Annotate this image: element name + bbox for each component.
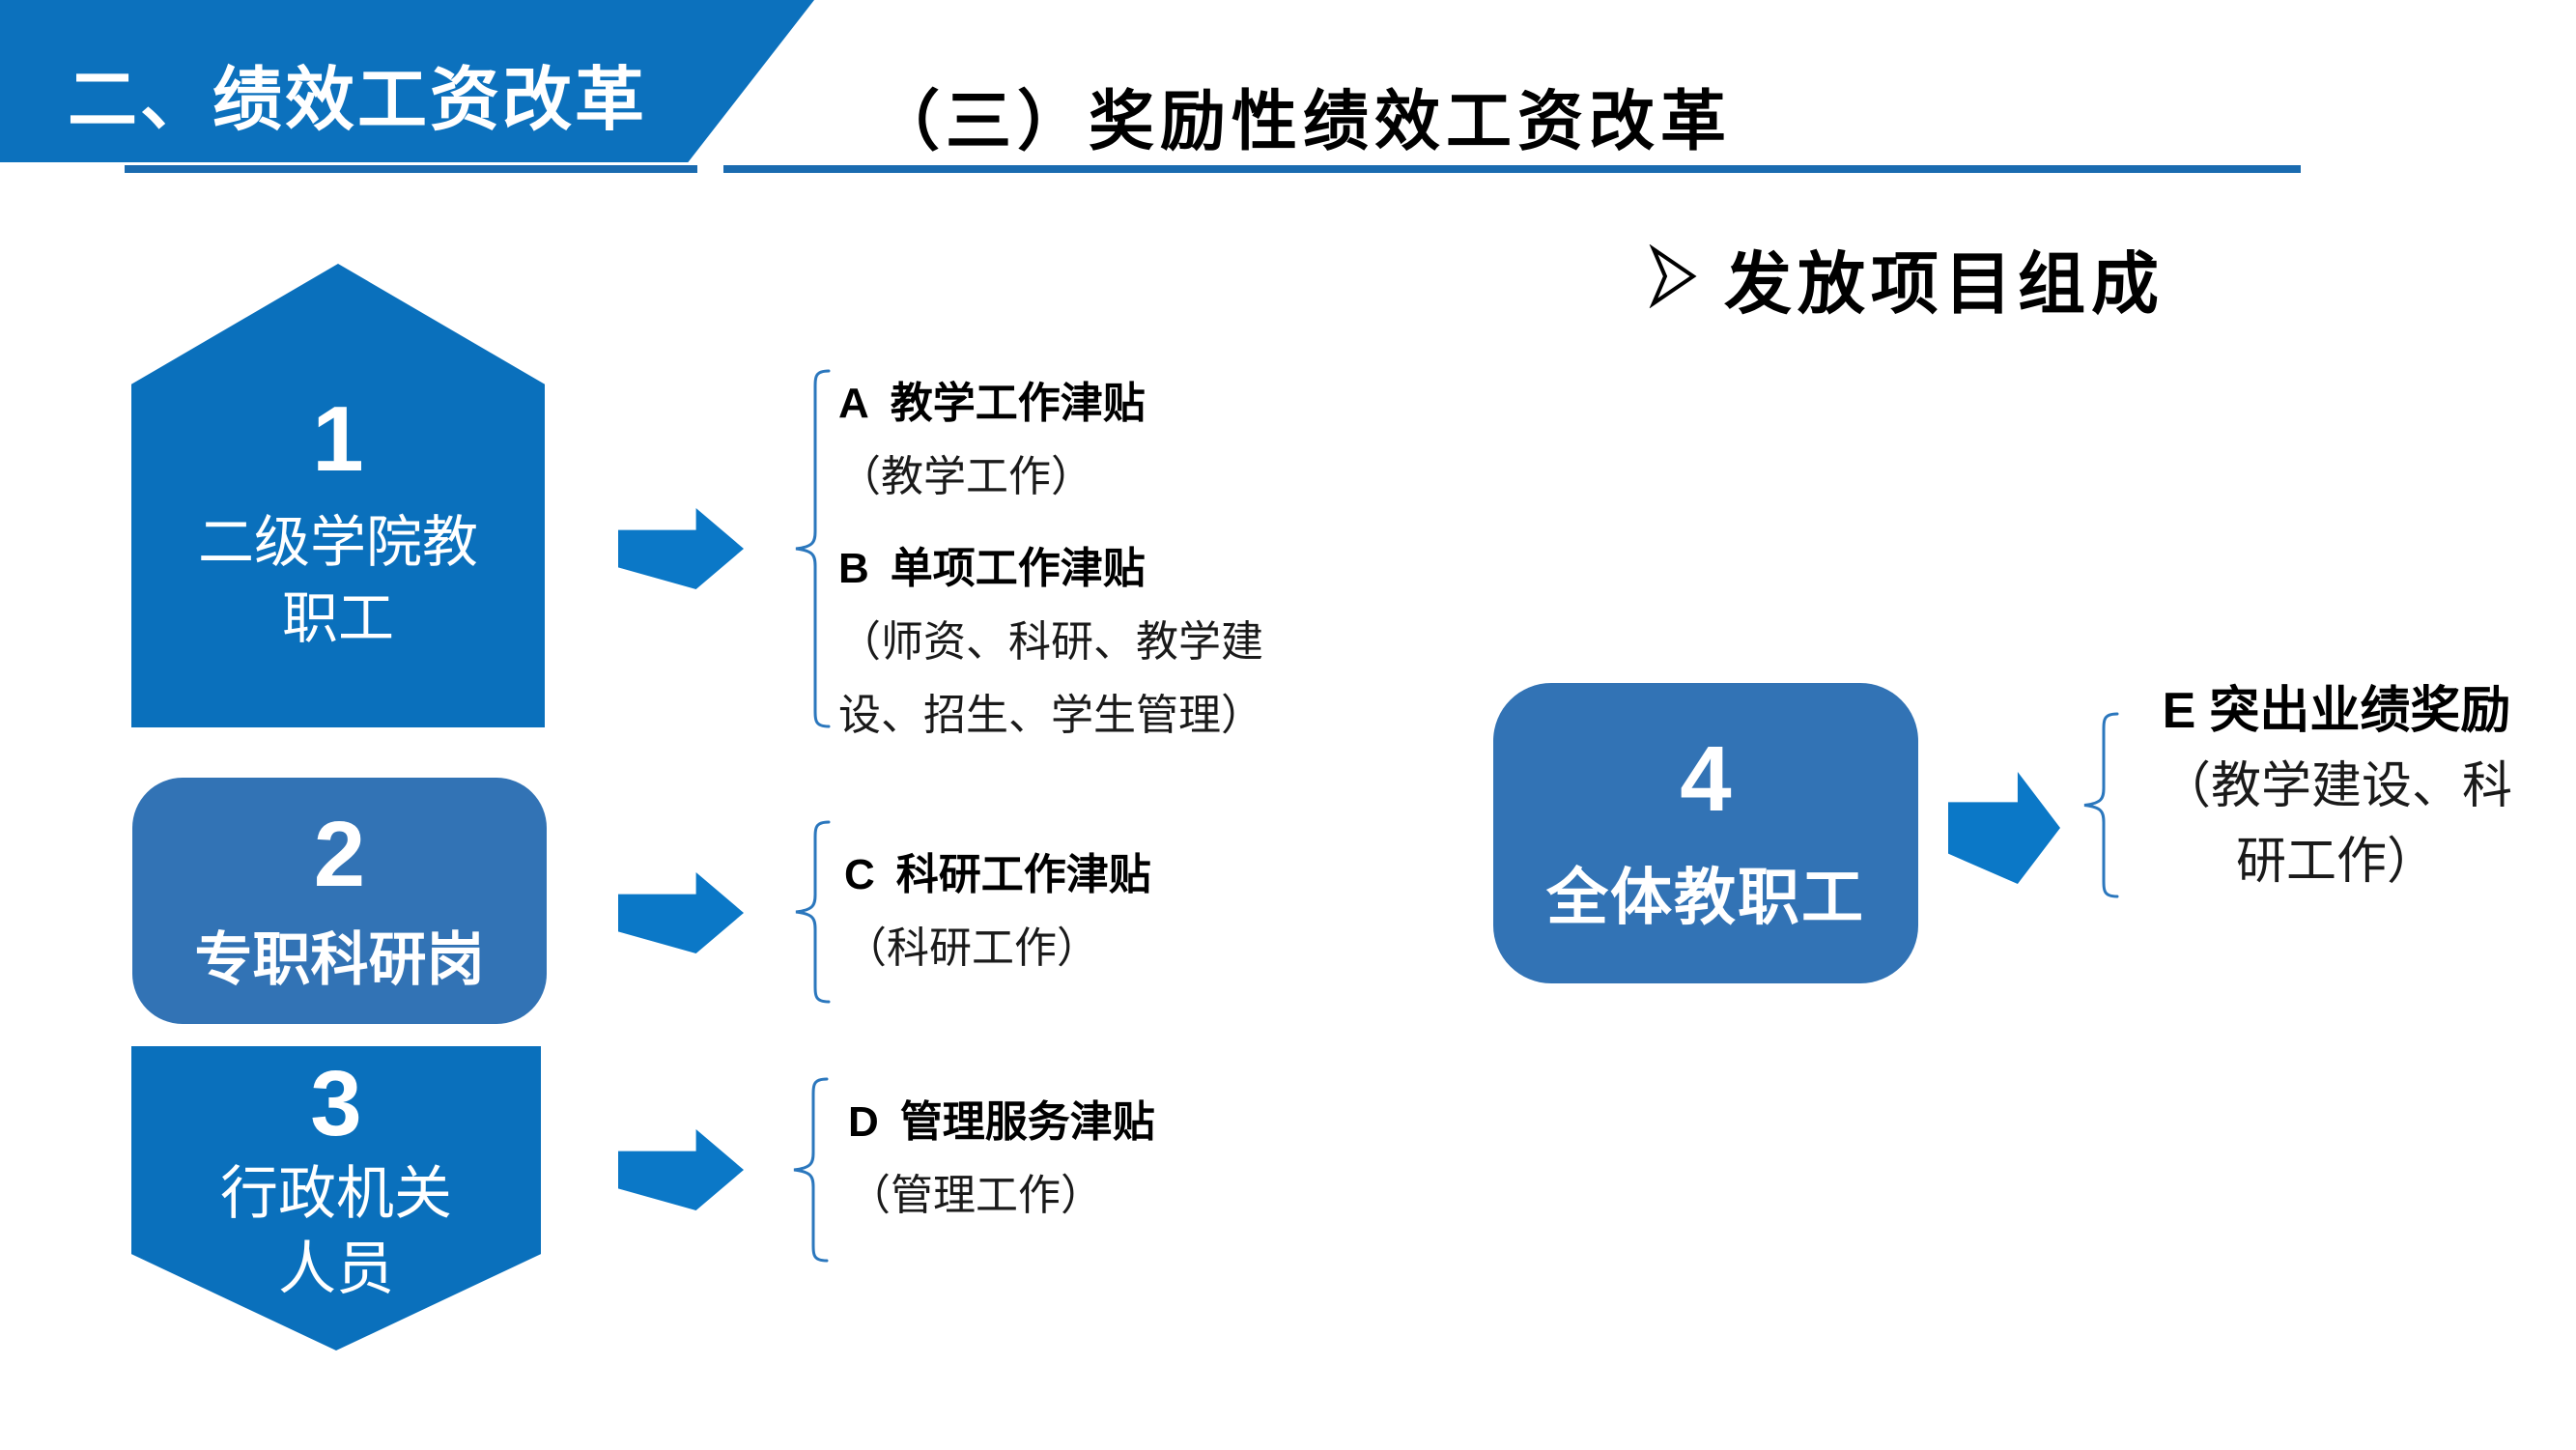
allowance-b-detail: 设、招生、学生管理）: [838, 692, 1263, 739]
group-2-rounded-rect: 2 专职科研岗: [132, 778, 547, 1024]
brace-ab: [795, 369, 831, 728]
flow-arrow-1: [618, 508, 744, 589]
flow-arrow-3: [618, 1129, 744, 1210]
group-label: 二级学院教 职工: [197, 510, 478, 650]
page-title: （三）奖励性绩效工资改革: [874, 85, 1733, 158]
allowance-b-detail: （师资、科研、教学建: [838, 618, 1263, 666]
allowance-e-detail: 研工作）: [2235, 834, 2437, 890]
flow-arrow-2: [618, 872, 744, 953]
group-number: 2: [313, 803, 366, 907]
title-underline-left: [125, 165, 697, 173]
title-underline-right: [723, 165, 2301, 173]
section-heading-label: 发放项目组成: [1724, 246, 2165, 322]
section-banner-label: 二、绩效工资改革: [68, 62, 648, 139]
group-number: 4: [1680, 726, 1732, 831]
allowance-a-detail: （教学工作）: [838, 453, 1093, 500]
group-4-rounded-rect: 4 全体教职工: [1493, 683, 1918, 983]
section-banner: [0, 0, 814, 162]
allowance-d-detail: （管理工作）: [848, 1172, 1103, 1219]
section-heading: 发放项目组成: [1647, 230, 2165, 327]
allowance-e-detail: （教学建设、科: [2160, 758, 2512, 814]
allowance-c-detail: （科研工作）: [844, 924, 1099, 972]
flow-arrow-4: [1948, 772, 2060, 884]
brace-e: [2083, 712, 2119, 898]
group-1-pentagon-up: 1 二级学院教 职工: [131, 264, 545, 727]
arrowhead-right-icon: [1647, 243, 1699, 313]
group-label: 全体教职工: [1546, 863, 1865, 933]
group-number: 1: [312, 387, 364, 492]
group-number: 3: [310, 1052, 362, 1155]
brace-d: [793, 1077, 829, 1263]
group-label: 专职科研岗: [194, 926, 485, 992]
group-label: 行政机关 人员: [220, 1160, 452, 1301]
brace-c: [795, 820, 831, 1004]
group-3-pentagon-down: 3 行政机关 人员: [131, 1046, 541, 1350]
